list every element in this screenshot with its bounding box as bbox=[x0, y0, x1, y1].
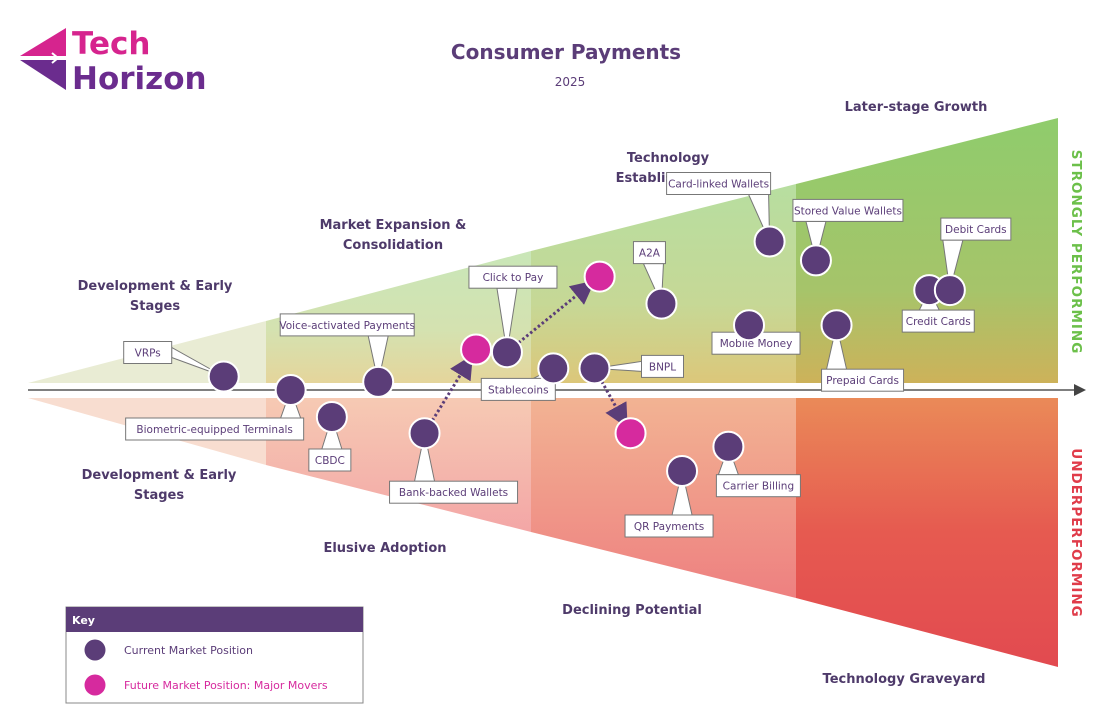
callout-box bbox=[389, 480, 519, 504]
bottom-phase-label: Elusive Adoption bbox=[323, 541, 446, 556]
callout: Click to Pay bbox=[468, 265, 558, 353]
current-position-point[interactable] bbox=[315, 401, 348, 433]
current-position-point[interactable] bbox=[578, 352, 611, 385]
callout: Card-linked Wallets bbox=[666, 172, 772, 242]
callout: Voice-activated Payments bbox=[279, 313, 415, 383]
region-bottom-declining bbox=[531, 398, 796, 598]
current-position-point[interactable] bbox=[820, 309, 853, 342]
logo-purple-triangle-icon bbox=[20, 60, 66, 90]
underperforming-label: UNDERPERFORMING bbox=[1068, 448, 1084, 618]
callout-box bbox=[666, 172, 772, 195]
callout: Stablecoins bbox=[480, 367, 556, 401]
point-label: VRPs bbox=[135, 348, 161, 360]
point-label: A2A bbox=[639, 248, 661, 260]
callout-box bbox=[624, 514, 714, 538]
point-label: QR Payments bbox=[634, 521, 704, 533]
logo-line-horizon: Horizon bbox=[72, 61, 207, 97]
callout: Stored Value Wallets bbox=[792, 198, 904, 261]
data-points bbox=[207, 225, 966, 487]
callout: Biometric-equipped Terminals bbox=[125, 388, 305, 441]
movement-arrow bbox=[431, 354, 473, 422]
current-position-point[interactable] bbox=[490, 336, 523, 369]
callout: Bank-backed Wallets bbox=[389, 433, 519, 504]
point-label: Biometric-equipped Terminals bbox=[136, 424, 292, 436]
point-label: Carrier Billing bbox=[723, 481, 794, 493]
callout-box bbox=[480, 377, 556, 401]
callout-box bbox=[279, 313, 415, 337]
callout: Carrier Billing bbox=[715, 445, 801, 498]
current-position-point[interactable] bbox=[733, 309, 765, 342]
callout: Debit Cards bbox=[940, 217, 1012, 291]
callout-box bbox=[792, 198, 904, 222]
x-axis-arrow-icon bbox=[1074, 384, 1086, 396]
callout: QR Payments bbox=[624, 470, 714, 538]
bottom-phase-label: Declining Potential bbox=[562, 603, 702, 618]
legend-current-marker-icon bbox=[84, 639, 106, 661]
legend: Key Current Market Position Future Marke… bbox=[65, 606, 364, 704]
region-bottom-elusive bbox=[266, 398, 531, 532]
current-position-point[interactable] bbox=[362, 365, 395, 398]
point-label: Stablecoins bbox=[488, 384, 549, 396]
top-phase-label: Later-stage Growth bbox=[845, 100, 988, 115]
point-label: Card-linked Wallets bbox=[668, 179, 769, 191]
future-position-point[interactable] bbox=[583, 260, 616, 293]
strongly-performing-label: STRONGLY PERFORMING bbox=[1068, 150, 1084, 355]
tech-horizon-logo: Tech Horizon bbox=[20, 26, 207, 97]
movement-arrow bbox=[517, 280, 596, 344]
callout-box bbox=[641, 354, 684, 378]
chart-title: Consumer Payments bbox=[451, 40, 681, 64]
callout-box bbox=[123, 341, 173, 364]
chart-year: 2025 bbox=[555, 75, 586, 89]
logo-arrow-icon bbox=[24, 52, 60, 64]
top-wedge bbox=[28, 118, 1058, 383]
current-position-point[interactable] bbox=[537, 352, 570, 385]
top-phase-label: Market Expansion &Consolidation bbox=[320, 218, 467, 253]
current-position-point[interactable] bbox=[753, 225, 786, 258]
current-position-point[interactable] bbox=[645, 287, 678, 320]
point-label: Stored Value Wallets bbox=[794, 205, 902, 217]
current-position-point[interactable] bbox=[799, 244, 832, 277]
callout-box bbox=[940, 217, 1012, 241]
legend-current-label: Current Market Position bbox=[124, 644, 253, 657]
point-label: Mobile Money bbox=[720, 338, 793, 350]
callout-box bbox=[468, 265, 558, 289]
callout: A2A bbox=[632, 241, 666, 304]
movement-arrow bbox=[600, 380, 628, 428]
future-position-point[interactable] bbox=[614, 417, 647, 450]
current-position-point[interactable] bbox=[207, 360, 240, 393]
point-label: Prepaid Cards bbox=[826, 375, 899, 387]
point-label: Credit Cards bbox=[906, 316, 971, 328]
callout-box bbox=[821, 368, 905, 392]
region-top-later-growth bbox=[796, 118, 1058, 383]
point-label: Debit Cards bbox=[945, 224, 1007, 236]
legend-header bbox=[66, 607, 363, 632]
legend-title: Key bbox=[72, 614, 95, 627]
callout-box bbox=[308, 448, 352, 472]
logo-line-tech: Tech bbox=[72, 26, 151, 62]
movement-arrows bbox=[431, 280, 628, 428]
point-label: Bank-backed Wallets bbox=[399, 487, 508, 499]
point-label: CBDC bbox=[315, 455, 345, 467]
future-position-point[interactable] bbox=[460, 333, 493, 366]
callout-box bbox=[901, 309, 975, 333]
bottom-phase-label: Technology Graveyard bbox=[823, 672, 986, 687]
legend-future-label: Future Market Position: Major Movers bbox=[124, 679, 328, 692]
current-position-point[interactable] bbox=[933, 274, 966, 307]
callout: Prepaid Cards bbox=[821, 325, 905, 392]
callout-box bbox=[125, 417, 305, 441]
current-position-point[interactable] bbox=[274, 374, 307, 406]
point-label: BNPL bbox=[649, 361, 676, 373]
region-bottom-graveyard bbox=[796, 398, 1058, 667]
current-position-point[interactable] bbox=[666, 455, 699, 487]
point-label: Click to Pay bbox=[483, 272, 544, 284]
callout-box bbox=[632, 241, 666, 265]
logo-pink-triangle-icon bbox=[20, 28, 66, 56]
point-label: Voice-activated Payments bbox=[279, 320, 415, 332]
legend-future-marker-icon bbox=[84, 674, 106, 696]
callout-box bbox=[715, 474, 801, 498]
current-position-point[interactable] bbox=[712, 430, 745, 463]
current-position-point[interactable] bbox=[408, 417, 441, 450]
